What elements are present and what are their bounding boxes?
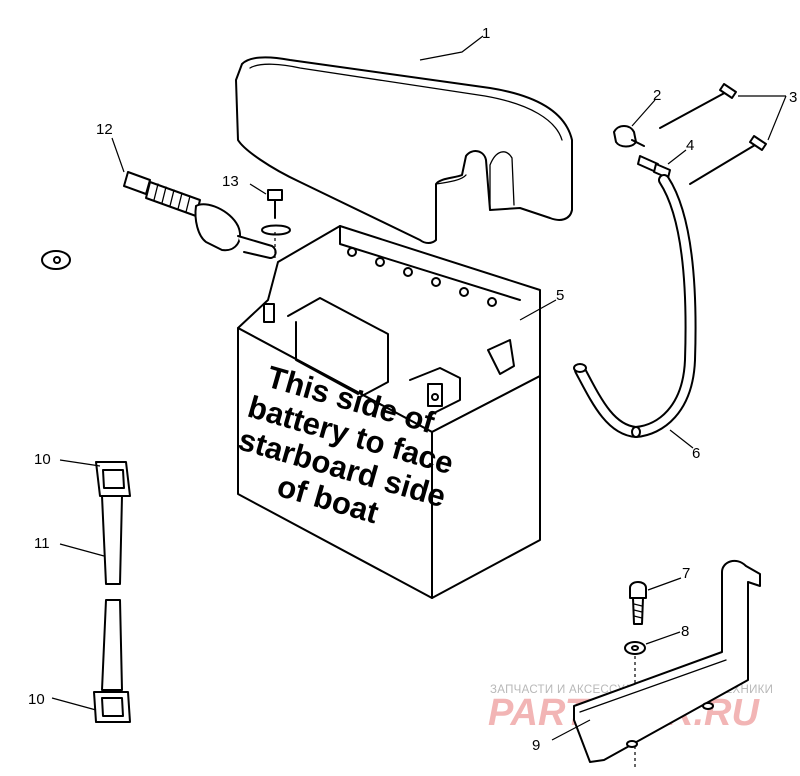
bolt-13: [261, 189, 291, 258]
callout-13: 13: [222, 173, 239, 190]
callout-7: 7: [682, 565, 690, 582]
callout-10-bottom: 10: [28, 691, 45, 708]
callout-4: 4: [686, 137, 694, 154]
callout-10-top: 10: [34, 451, 51, 468]
callout-5: 5: [556, 287, 564, 304]
callout-6: 6: [692, 445, 700, 462]
negative-cable: [16, 163, 277, 270]
battery: [237, 225, 541, 599]
callout-1: 1: [482, 25, 490, 42]
callout-11: 11: [34, 535, 50, 552]
callout-2: 2: [653, 87, 661, 104]
vent-hardware: [613, 83, 767, 185]
callout-9: 9: [532, 737, 540, 754]
callout-12: 12: [96, 121, 113, 138]
hold-down-strap: [93, 461, 131, 723]
callout-labels: 1 2 3 4 5 6 7 8 9 10 11 10 12 13: [28, 25, 797, 754]
battery-cover: [235, 56, 573, 244]
leader-lines: [51, 35, 787, 741]
callout-8: 8: [681, 623, 689, 640]
bracket-assembly: [573, 559, 761, 770]
callout-3: 3: [789, 89, 797, 106]
vent-hose: [573, 174, 697, 439]
